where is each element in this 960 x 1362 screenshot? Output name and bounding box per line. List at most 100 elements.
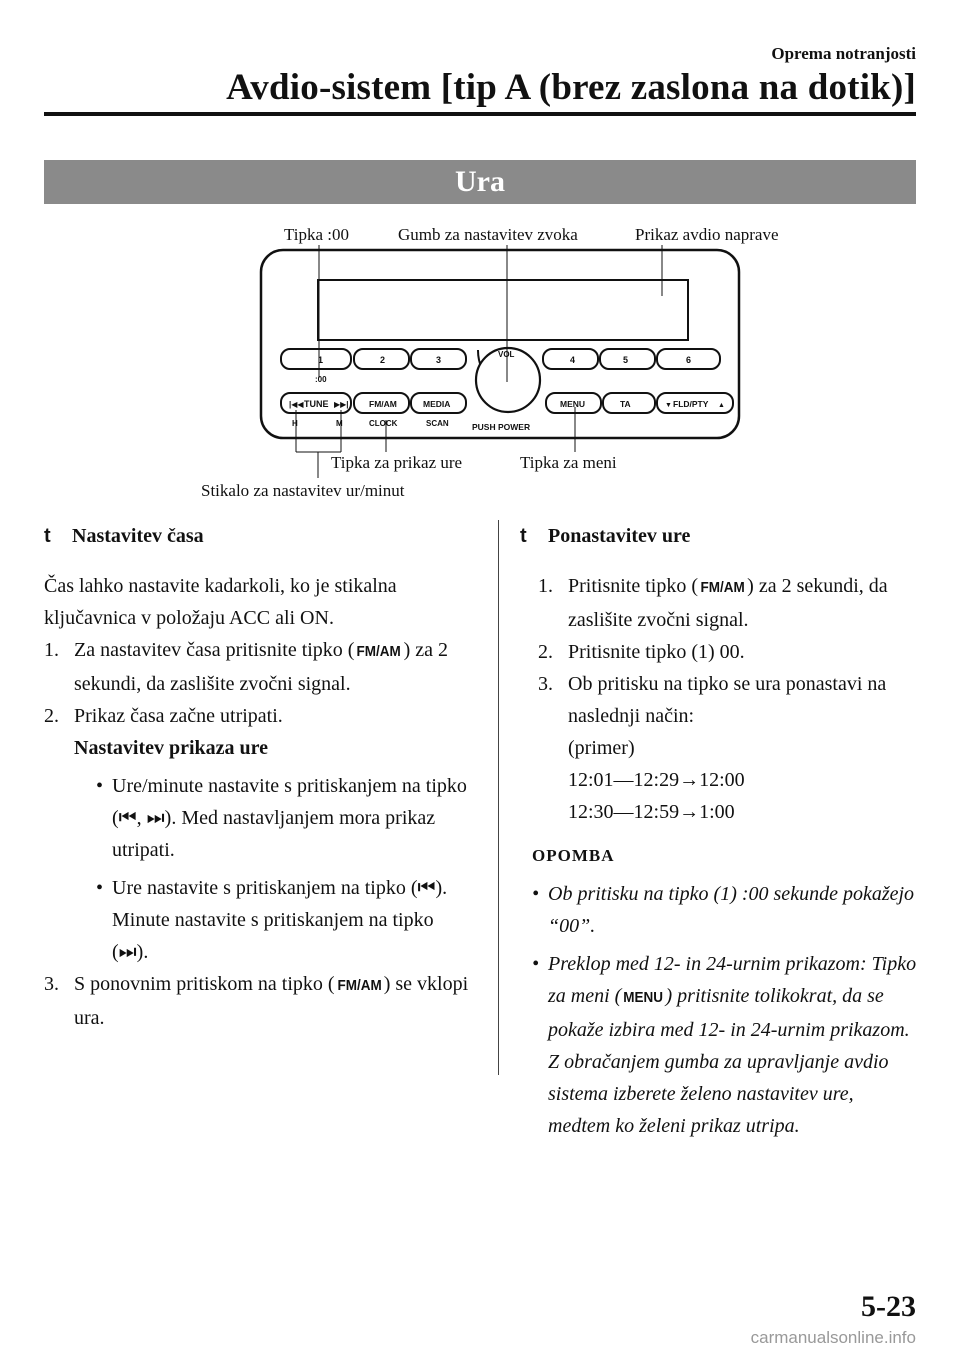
callout-stikalo: Stikalo za nastavitev ur/minut <box>201 481 405 500</box>
fld-up-icon: ▲ <box>718 402 725 409</box>
media-label: MEDIA <box>423 399 450 409</box>
callout-prikaz-ure: Tipka za prikaz ure <box>331 453 463 472</box>
right-column: t Ponastavitev ure 1. Pritisnite tipko (F… <box>520 520 920 1142</box>
h-label: H <box>292 419 298 428</box>
bullet-text: Ure nastavite s pritiskanjem na tipko ( <box>112 877 418 899</box>
fmam-key: FM/AM <box>700 579 745 596</box>
bullet-text: ). Med nastavljanjem mora prikaz utripat… <box>112 807 436 861</box>
section-title: Ura <box>455 165 505 198</box>
push-power-label: PUSH POWER <box>472 422 530 432</box>
fmam-label: FM/AM <box>369 399 397 409</box>
volume-knob <box>474 346 542 414</box>
skip-forward-icon: ⏭ <box>146 807 165 829</box>
step-text: Pritisnite tipko ( <box>568 575 698 597</box>
bullet-mark: • <box>96 877 104 899</box>
vol-label: VOL <box>498 350 515 359</box>
menu-button <box>545 392 602 414</box>
step-text: Prikaz časa začne utripati. <box>74 705 283 727</box>
left-bullet-1: • Ure/minute nastavite s pritiskanjem na… <box>44 770 474 866</box>
right-step-1: 1. Pritisnite tipko (FM/AM) za 2 sekundi… <box>520 570 920 636</box>
step-number: 1. <box>44 639 59 661</box>
menu-label: MENU <box>560 399 585 409</box>
heading-marker: t <box>44 525 51 547</box>
page-number: 5-23 <box>861 1290 916 1323</box>
note-text: Ob pritisku na tipko (1) :00 sekunde pok… <box>548 883 915 937</box>
step-text: Ob pritisku na tipko se ura ponastavi na… <box>568 673 887 727</box>
preset-5-button <box>599 348 656 370</box>
callout-tipka-00: Tipka :00 <box>284 225 350 244</box>
fldpty-button <box>656 392 734 414</box>
skip-back-icon: ⏮ <box>417 877 436 899</box>
callout-gumb-zvoka: Gumb za nastavitev zvoka <box>398 225 578 244</box>
right-step-2: 2. Pritisnite tipko (1) 00. <box>520 636 920 668</box>
preset-4-button <box>542 348 599 370</box>
example-label: (primer) <box>568 737 635 759</box>
bullet-text: ). <box>136 941 149 963</box>
seek-back-icon: |◀◀ <box>289 400 304 409</box>
page-title: Avdio-sistem [tip A (brez zaslona na dot… <box>226 67 916 108</box>
clock-label: CLOCK <box>369 419 398 428</box>
step-number: 2. <box>538 641 553 663</box>
example-line: 12:01―12:29→12:00 <box>568 769 745 791</box>
preset-3-label: 3 <box>436 355 441 365</box>
step-number: 2. <box>44 705 59 727</box>
section-bar: Ura <box>44 160 916 204</box>
step-text: Pritisnite tipko (1) 00. <box>568 641 745 663</box>
step-text: S ponovnim pritiskom na tipko ( <box>74 973 335 995</box>
step-number: 3. <box>44 973 59 995</box>
preset-6-button <box>656 348 721 370</box>
left-bullet-2: • Ure nastavite s pritiskanjem na tipko … <box>44 872 474 968</box>
step-text: ) za 2 sekundi, da zaslišite zvočni sign… <box>74 639 449 695</box>
left-step-2: 2. Prikaz časa začne utripati.Nastavitev… <box>44 700 474 764</box>
tune-label: TUNE <box>304 399 329 409</box>
left-intro: Čas lahko nastavite kadarkoli, ko je sti… <box>44 575 397 629</box>
fldpty-label: FLD/PTY <box>673 399 709 409</box>
note: • Ob pritisku na tipko (1) :00 sekunde p… <box>520 878 920 1142</box>
step-text: ) se vklopi ura. <box>74 973 469 1029</box>
preset-2-label: 2 <box>380 355 385 365</box>
preset-4-label: 4 <box>570 355 575 365</box>
media-button <box>410 392 467 414</box>
m-label: M <box>336 419 343 428</box>
right-heading: t Ponastavitev ure <box>520 520 920 552</box>
note-bullet-2: • Preklop med 12- in 24-urnim prikazom: … <box>520 948 920 1142</box>
step-text: ) za 2 sekundi, da zaslišite zvočni sign… <box>568 575 888 631</box>
audio-display <box>317 279 689 341</box>
tune-button <box>280 392 352 414</box>
scan-label: SCAN <box>426 419 449 428</box>
skip-forward-icon: ⏭ <box>118 941 137 963</box>
note-bullet-1: • Ob pritisku na tipko (1) :00 sekunde p… <box>520 878 920 942</box>
fld-down-icon: ▼ <box>665 402 672 409</box>
step-number: 3. <box>538 673 553 695</box>
preset-5-label: 5 <box>623 355 628 365</box>
right-heading-text: Ponastavitev ure <box>548 525 691 547</box>
audio-panel-figure: 1 2 3 4 5 6 :00 VOL |◀◀ TUNE ▶▶| FM/AM M… <box>259 245 741 478</box>
note-text: ) pritisnite tolikokrat, da se pokaže iz… <box>548 985 910 1137</box>
example-line: 12:30―12:59→1:00 <box>568 801 735 823</box>
step-text: Za nastavitev časa pritisnite tipko ( <box>74 639 355 661</box>
skip-back-icon: ⏮ <box>118 807 137 829</box>
note-title: OPOMBA <box>532 846 615 865</box>
header-rule <box>44 112 916 116</box>
ta-label: TA <box>620 399 631 409</box>
bullet-mark: • <box>96 775 104 797</box>
bullet-mark: • <box>532 953 540 975</box>
heading-marker: t <box>520 525 527 547</box>
header-section: Oprema notranjosti <box>771 44 916 63</box>
ta-button <box>602 392 656 414</box>
fmam-key: FM/AM <box>356 643 402 660</box>
left-step-3: 3. S ponovnim pritiskom na tipko (FM/AM)… <box>44 968 474 1034</box>
preset-1-button <box>280 348 352 370</box>
seek-forward-icon: ▶▶| <box>334 400 349 409</box>
callout-prikaz-naprave: Prikaz avdio naprave <box>635 225 779 244</box>
note-text: Preklop med 12- in 24-urnim prikazom: Ti… <box>548 953 917 1007</box>
preset-1-label: 1 <box>318 355 323 365</box>
bullet-text: ). Minute nastavite s pritiskanjem na ti… <box>112 877 448 963</box>
preset-6-label: 6 <box>686 355 691 365</box>
sub-00-label: :00 <box>315 375 327 384</box>
fmam-button <box>353 392 410 414</box>
bullet-text: Ure/minute nastavite s pritiskanjem na t… <box>112 775 467 829</box>
right-step-3: 3. Ob pritisku na tipko se ura ponastavi… <box>520 668 920 828</box>
